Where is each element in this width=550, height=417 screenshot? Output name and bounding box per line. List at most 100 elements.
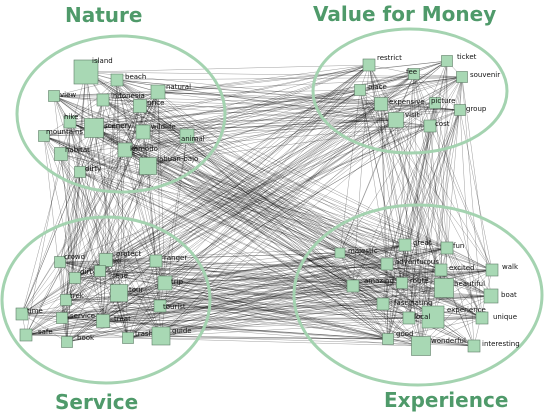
word-node-label: route	[410, 277, 429, 285]
word-node-box	[362, 58, 376, 72]
service-cluster-ring	[0, 215, 212, 385]
edge	[124, 149, 448, 249]
word-node-box	[54, 147, 68, 161]
word-node-experience-fascinating: fascinating	[376, 297, 433, 311]
edge	[157, 60, 448, 93]
edge	[25, 277, 76, 336]
edge	[124, 149, 434, 318]
word-node-value-picture: picture	[429, 97, 455, 109]
cluster-titles: Nature Value for Money Service Experienc…	[55, 2, 508, 414]
edge	[21, 109, 461, 315]
edge	[127, 260, 157, 339]
edge	[43, 125, 431, 137]
word-node-nature-price: price	[133, 99, 164, 113]
edge	[446, 247, 493, 271]
edge	[66, 119, 397, 343]
word-node-box	[179, 128, 195, 144]
word-node-label: trip	[171, 278, 184, 286]
word-node-label: labuan-bajo	[157, 155, 198, 163]
word-node-value-visit: visit	[388, 111, 420, 128]
edge	[127, 287, 445, 339]
word-node-service-tourist: tourist	[153, 299, 186, 313]
word-node-label: treat	[114, 315, 131, 323]
word-node-box	[151, 326, 171, 346]
edge	[61, 317, 422, 347]
edge	[380, 103, 388, 265]
word-node-nature-indonesia: indonesia	[96, 92, 145, 107]
word-node-box	[485, 263, 499, 277]
edge	[25, 303, 384, 336]
edge	[25, 153, 62, 336]
word-node-service-time: time	[15, 307, 43, 321]
word-node-experience-walk: walk	[485, 263, 519, 277]
word-node-nature-animal: animal	[179, 128, 205, 144]
edge	[99, 89, 361, 272]
word-node-label: crowd	[64, 253, 85, 261]
edge	[164, 103, 382, 284]
word-node-label: wonderful	[431, 337, 466, 345]
edge	[66, 263, 388, 343]
edge	[339, 252, 388, 265]
word-node-label: scenery	[104, 122, 132, 130]
word-node-value-place: place	[354, 83, 387, 96]
edge	[85, 64, 370, 73]
word-node-box	[423, 119, 437, 133]
edge	[380, 103, 461, 111]
word-node-label: komodo	[130, 145, 158, 153]
word-node-box	[346, 279, 360, 293]
edge	[102, 320, 389, 340]
edge	[413, 73, 493, 271]
word-node-box	[376, 297, 390, 311]
edge	[420, 295, 492, 347]
edge	[61, 269, 442, 319]
edge	[413, 73, 463, 78]
edge	[21, 91, 159, 315]
edge	[85, 71, 463, 78]
word-node-label: walk	[502, 263, 519, 271]
edge	[339, 252, 445, 289]
word-node-experience-route: route	[396, 277, 429, 289]
word-node-experience-local: local	[402, 311, 430, 325]
word-node-label: beautiful	[454, 280, 485, 288]
word-node-box	[38, 130, 50, 142]
word-node-box	[441, 55, 453, 67]
word-node-nature-dirty: dirty	[74, 165, 101, 178]
edge	[359, 60, 448, 91]
edge	[25, 247, 448, 336]
edge	[461, 76, 492, 297]
edge	[339, 252, 410, 319]
edge	[339, 102, 436, 254]
word-node-box	[396, 277, 408, 289]
word-node-label: ranger	[164, 254, 187, 262]
edge	[459, 109, 475, 347]
word-node-label: time	[27, 307, 43, 315]
word-node-label: wildlife	[151, 123, 176, 131]
word-node-value-ticket: ticket	[441, 53, 477, 67]
edge	[186, 135, 448, 249]
word-node-box	[117, 142, 133, 158]
word-node-box	[429, 97, 441, 109]
edge	[53, 76, 463, 97]
edge	[99, 263, 388, 272]
edge	[147, 102, 436, 167]
word-node-label: trek	[70, 292, 85, 300]
edge	[116, 79, 445, 289]
word-node-label: animal	[181, 135, 205, 143]
edge	[102, 64, 370, 101]
word-node-experience-fun: fun	[440, 241, 464, 255]
edge	[25, 263, 388, 336]
edge	[339, 252, 389, 340]
edge	[118, 149, 126, 294]
edge	[59, 109, 461, 263]
word-node-box	[440, 241, 454, 255]
edge	[434, 102, 448, 249]
word-node-box	[380, 257, 394, 271]
word-node-box	[15, 307, 29, 321]
edge	[380, 76, 463, 105]
word-node-label: lead	[113, 272, 128, 280]
edge	[159, 247, 448, 307]
edge	[155, 103, 382, 262]
edge	[102, 99, 483, 319]
edge	[359, 76, 463, 91]
